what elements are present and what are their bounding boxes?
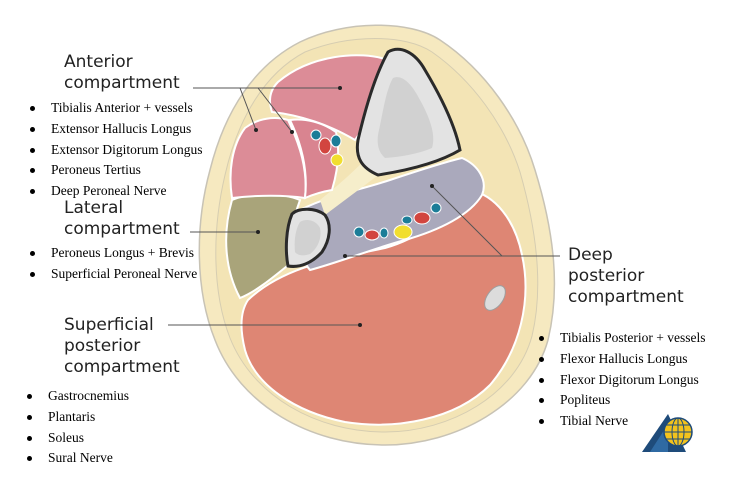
list-item: Tibialis Posterior + vessels — [536, 328, 706, 349]
anterior-tibial-artery — [318, 137, 332, 155]
deep-posterior-leader-upper — [431, 185, 503, 257]
superficial-posterior-dot — [358, 323, 362, 327]
list-item: Superficial Peroneal Nerve — [27, 264, 197, 285]
list-item: Tibial Nerve — [536, 411, 706, 432]
deep-posterior-heading-line-3: compartment — [568, 287, 684, 307]
deep-peroneal-nerve — [330, 153, 344, 167]
list-item: Flexor Digitorum Longus — [536, 370, 706, 391]
list-item: Deep Peroneal Nerve — [27, 181, 203, 202]
ehl-dot — [290, 130, 294, 134]
lateral-dot — [256, 230, 260, 234]
peroneal-vein — [353, 226, 365, 238]
leader-lines — [168, 87, 560, 326]
list-item: Soleus — [24, 428, 129, 449]
anterior-tibial-vein-right — [330, 134, 342, 148]
lateral-heading-line-2: compartment — [64, 219, 180, 239]
deep-posterior-dot-lower — [343, 254, 347, 258]
superficial-posterior-heading-line-3: compartment — [64, 357, 180, 377]
list-item: Plantaris — [24, 407, 129, 428]
deep-posterior-heading-line-2: posterior — [568, 266, 645, 286]
anterior-dot — [338, 86, 342, 90]
list-item: Gastrocnemius — [24, 386, 129, 407]
anterior-leader-edl — [239, 87, 257, 131]
small-saphenous-vein — [484, 285, 506, 311]
superficial-posterior-compartment-list: Gastrocnemius Plantaris Soleus Sural Ner… — [24, 386, 129, 469]
superficial-posterior-muscle — [240, 188, 527, 426]
lateral-compartment-list: Peroneus Longus + Brevis Superficial Per… — [27, 243, 197, 285]
list-item: Sural Nerve — [24, 448, 129, 469]
lateral-heading-line-1: Lateral — [64, 198, 124, 218]
logo-globe-grid — [664, 417, 692, 447]
deep-posterior-compartment-heading: Deep posterior compartment — [568, 245, 684, 308]
posterior-tibial-vein-right — [430, 202, 442, 214]
deep-posterior-muscle — [298, 156, 485, 272]
tibial-nerve — [393, 224, 413, 240]
superficial-posterior-heading-line-1: Superficial — [64, 315, 154, 335]
anterior-compartment-list: Tibialis Anterior + vessels Extensor Hal… — [27, 98, 203, 202]
fibula-marrow — [294, 220, 321, 256]
anterior-leader-ehl — [257, 87, 293, 133]
list-item: Extensor Digitorum Longus — [27, 140, 203, 161]
posterior-tibial-neurovascular-bundle — [353, 202, 442, 241]
edl-dot — [254, 128, 258, 132]
superficial-posterior-compartment-heading: Superficial posterior compartment — [64, 315, 180, 378]
anterior-heading-line-2: compartment — [64, 73, 180, 93]
superficial-posterior-heading-line-2: posterior — [64, 336, 141, 356]
deep-posterior-compartment-list: Tibialis Posterior + vessels Flexor Hall… — [536, 328, 706, 432]
list-item: Extensor Hallucis Longus — [27, 119, 203, 140]
deep-posterior-dot-upper — [430, 184, 434, 188]
posterior-tibial-artery — [413, 211, 431, 225]
list-item: Tibialis Anterior + vessels — [27, 98, 203, 119]
peroneal-vein-2 — [379, 227, 389, 239]
list-item: Flexor Hallucis Longus — [536, 349, 706, 370]
anterior-tibial-vein-left — [310, 129, 322, 141]
list-item: Peroneus Longus + Brevis — [27, 243, 197, 264]
list-item: Peroneus Tertius — [27, 160, 203, 181]
anterior-tibial-neurovascular-bundle — [310, 129, 344, 167]
lateral-compartment-heading: Lateral compartment — [64, 198, 180, 240]
deep-posterior-heading-line-1: Deep — [568, 245, 613, 265]
posterior-tibial-vein-left — [401, 215, 413, 225]
peroneal-artery — [364, 229, 380, 241]
tibia-marrow — [377, 77, 434, 158]
anterior-compartment-heading: Anterior compartment — [64, 52, 180, 94]
list-item: Popliteus — [536, 390, 706, 411]
anterior-heading-line-1: Anterior — [64, 52, 133, 72]
leader-dots — [254, 86, 434, 327]
globe-triangle-logo-icon — [642, 414, 693, 452]
